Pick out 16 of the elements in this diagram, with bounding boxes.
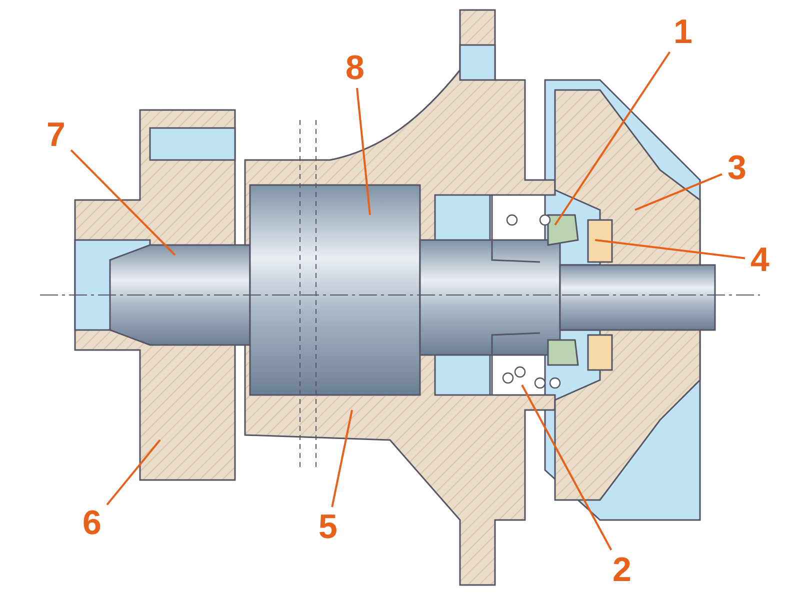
callout-number: 4 xyxy=(745,240,775,280)
callout-number: 8 xyxy=(340,48,370,88)
leader-line xyxy=(106,439,161,506)
leader-line xyxy=(554,51,671,226)
callout-number: 3 xyxy=(722,148,752,188)
leader-line xyxy=(331,410,353,508)
leader-line xyxy=(356,88,371,216)
callout-number: 1 xyxy=(668,12,698,52)
callout-number: 5 xyxy=(313,507,343,547)
callout-number: 7 xyxy=(41,115,71,155)
leader-line xyxy=(594,239,746,260)
leader-line xyxy=(634,173,722,211)
leader-line xyxy=(70,149,176,256)
leader-line xyxy=(521,384,612,550)
callout-number: 2 xyxy=(607,550,637,590)
callout-number: 6 xyxy=(77,503,107,543)
